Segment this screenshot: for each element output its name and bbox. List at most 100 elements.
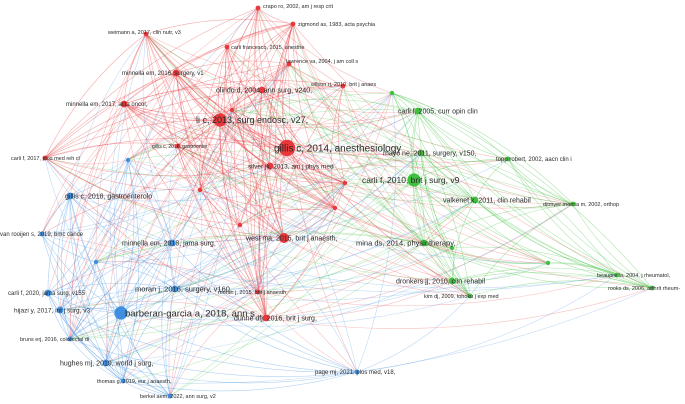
network-edge: [283, 182, 346, 239]
network-node-dunne[interactable]: [262, 314, 270, 322]
network-node-thomas[interactable]: [120, 378, 126, 384]
network-node-bruns[interactable]: [67, 336, 73, 342]
network-edge: [269, 92, 393, 167]
network-edge: [69, 261, 97, 340]
network-node-zigmond[interactable]: [290, 21, 296, 27]
network-node-berkel[interactable]: [167, 393, 173, 399]
network-edge: [288, 63, 358, 373]
network-node-moran2016[interactable]: [171, 285, 179, 293]
network-node-lawrence[interactable]: [286, 61, 292, 67]
network-edge: [254, 23, 294, 293]
network-edge: [145, 33, 271, 167]
network-node-unlabeled[interactable]: [93, 259, 99, 265]
network-node-olindo[interactable]: [258, 86, 266, 94]
network-edge: [286, 110, 419, 149]
network-edge: [391, 92, 618, 276]
network-edge: [127, 92, 393, 161]
network-node-carli2010[interactable]: [407, 173, 421, 187]
network-node-gillis2016[interactable]: [175, 143, 181, 149]
network-node-hijazi[interactable]: [56, 306, 64, 314]
network-node-unlabeled[interactable]: [332, 205, 338, 211]
network-edge: [120, 72, 177, 314]
network-node-valkenet[interactable]: [471, 196, 479, 204]
network-edge: [47, 261, 97, 294]
network-node-topp[interactable]: [505, 156, 511, 162]
network-edge: [122, 242, 173, 382]
network-edge: [59, 288, 176, 311]
network-node-unlabeled[interactable]: [125, 157, 131, 163]
network-edge: [224, 46, 267, 319]
network-node-beaupre[interactable]: [614, 272, 620, 278]
network-node-page[interactable]: [354, 369, 360, 375]
network-node-moranj2015[interactable]: [255, 289, 261, 295]
network-edge: [177, 109, 233, 147]
node-label-valkenet: valkenet k, 2011, clin rehabil: [443, 197, 531, 204]
network-node-unlabeled[interactable]: [237, 222, 243, 228]
network-node-weimann[interactable]: [143, 31, 149, 37]
network-edge: [127, 159, 453, 282]
network-node-carli2020[interactable]: [44, 289, 52, 297]
network-node-unlabeled[interactable]: [197, 187, 203, 193]
network-node-ditmyer[interactable]: [570, 201, 576, 207]
network-node-crapo[interactable]: [255, 5, 261, 11]
network-edge: [417, 110, 618, 276]
network-edge: [69, 195, 124, 382]
network-node-unlabeled[interactable]: [449, 245, 455, 251]
network-edge: [231, 109, 574, 205]
network-node-minnella2016[interactable]: [172, 69, 180, 77]
network-node-unlabeled[interactable]: [229, 107, 235, 113]
network-edge: [268, 23, 294, 167]
network-node-unlabeled[interactable]: [545, 260, 551, 266]
network-edge: [69, 199, 476, 340]
network-edge: [59, 182, 346, 311]
network-edge: [127, 159, 176, 290]
network-edge: [356, 92, 397, 373]
network-edge: [175, 23, 294, 74]
network-edge: [242, 7, 267, 319]
network-node-kim[interactable]: [467, 293, 473, 299]
network-edge: [174, 237, 285, 290]
network-node-unlabeled[interactable]: [389, 90, 395, 96]
network-edge: [69, 195, 171, 397]
network-node-barberan[interactable]: [114, 306, 128, 320]
network-edge: [226, 23, 294, 48]
network-node-minnella2017[interactable]: [120, 100, 128, 108]
network-edge: [257, 7, 344, 87]
network-node-mina[interactable]: [420, 239, 428, 247]
network-node-carlifrancesco[interactable]: [224, 44, 230, 50]
network-edge: [69, 338, 358, 377]
network-edge: [287, 23, 294, 65]
network-edge: [123, 103, 233, 115]
node-label-page: page mj, 2021, plos med, v18,: [315, 370, 396, 376]
network-node-vanrooijen[interactable]: [39, 231, 45, 237]
network-node-carli2005[interactable]: [414, 107, 422, 115]
network-edge: [69, 314, 267, 340]
network-edge: [59, 309, 358, 373]
network-edge: [69, 46, 228, 340]
network-edge: [356, 295, 471, 373]
network-node-gillis2018[interactable]: [66, 192, 74, 200]
network-edge: [123, 23, 294, 105]
network-node-li[interactable]: [213, 113, 227, 127]
node-label-topp: topp robert, 2002, aacn clin i: [496, 157, 572, 163]
network-node-gillis2014[interactable]: [278, 139, 296, 157]
node-label-thomas: thomas g, 2019, eur j anaesth,: [97, 379, 172, 385]
network-edge: [417, 110, 574, 205]
network-node-minnella2018[interactable]: [168, 239, 176, 247]
network-node-hughes[interactable]: [102, 359, 110, 367]
network-node-dronkers[interactable]: [448, 277, 456, 285]
network-edge: [288, 63, 549, 264]
network-edge: [41, 195, 71, 235]
network-edge: [47, 292, 122, 314]
network-node-wilson[interactable]: [340, 83, 346, 89]
network-edge: [47, 72, 177, 294]
network-node-rooks[interactable]: [649, 285, 655, 291]
network-node-mayo[interactable]: [417, 149, 425, 157]
network-node-unlabeled[interactable]: [342, 180, 348, 186]
node-label-olindo: olindo d, 2004, ann surg, v240,: [216, 87, 312, 94]
network-edge: [265, 203, 574, 319]
network-node-west[interactable]: [279, 233, 289, 243]
network-node-carli2017[interactable]: [42, 155, 48, 161]
network-edge: [172, 72, 179, 147]
network-node-silver[interactable]: [266, 162, 274, 170]
